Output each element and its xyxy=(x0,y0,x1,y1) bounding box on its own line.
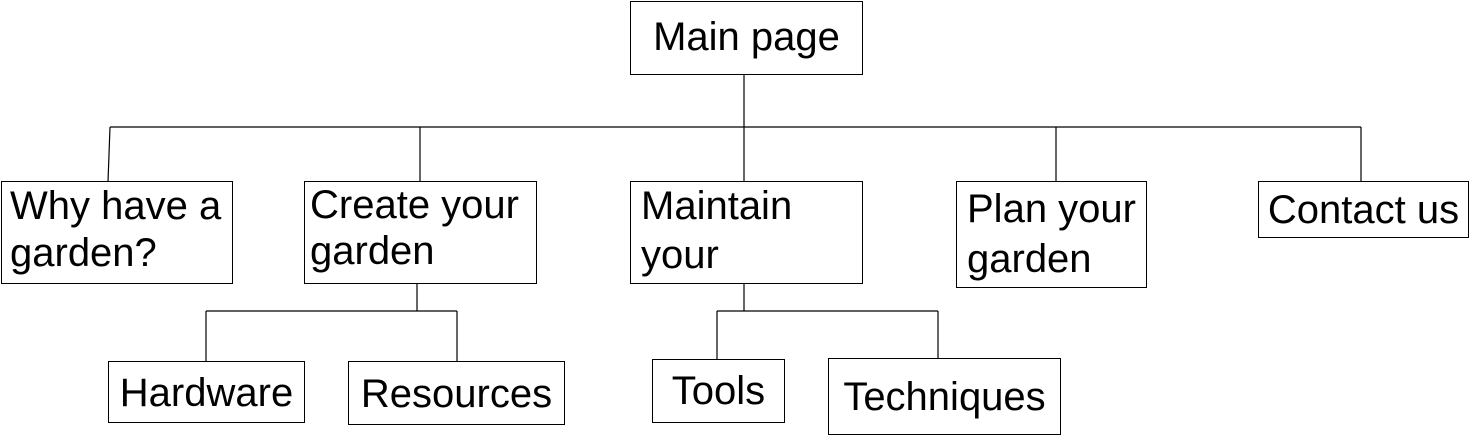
resources-node: Resources xyxy=(348,361,565,425)
plan-your-garden-node: Plan your garden xyxy=(956,181,1147,288)
connector-why xyxy=(107,126,111,183)
why-have-a-garden-node: Why have a garden? xyxy=(1,181,233,284)
hardware-node: Hardware xyxy=(108,361,305,423)
techniques-node: Techniques xyxy=(828,358,1061,435)
maintain-your-garden-node: Maintain your garden xyxy=(630,181,863,284)
tools-node: Tools xyxy=(652,359,785,423)
contact-us-node: Contact us xyxy=(1258,181,1469,238)
main-page-node: Main page xyxy=(630,1,863,75)
create-your-garden-node: Create your garden xyxy=(304,181,537,284)
